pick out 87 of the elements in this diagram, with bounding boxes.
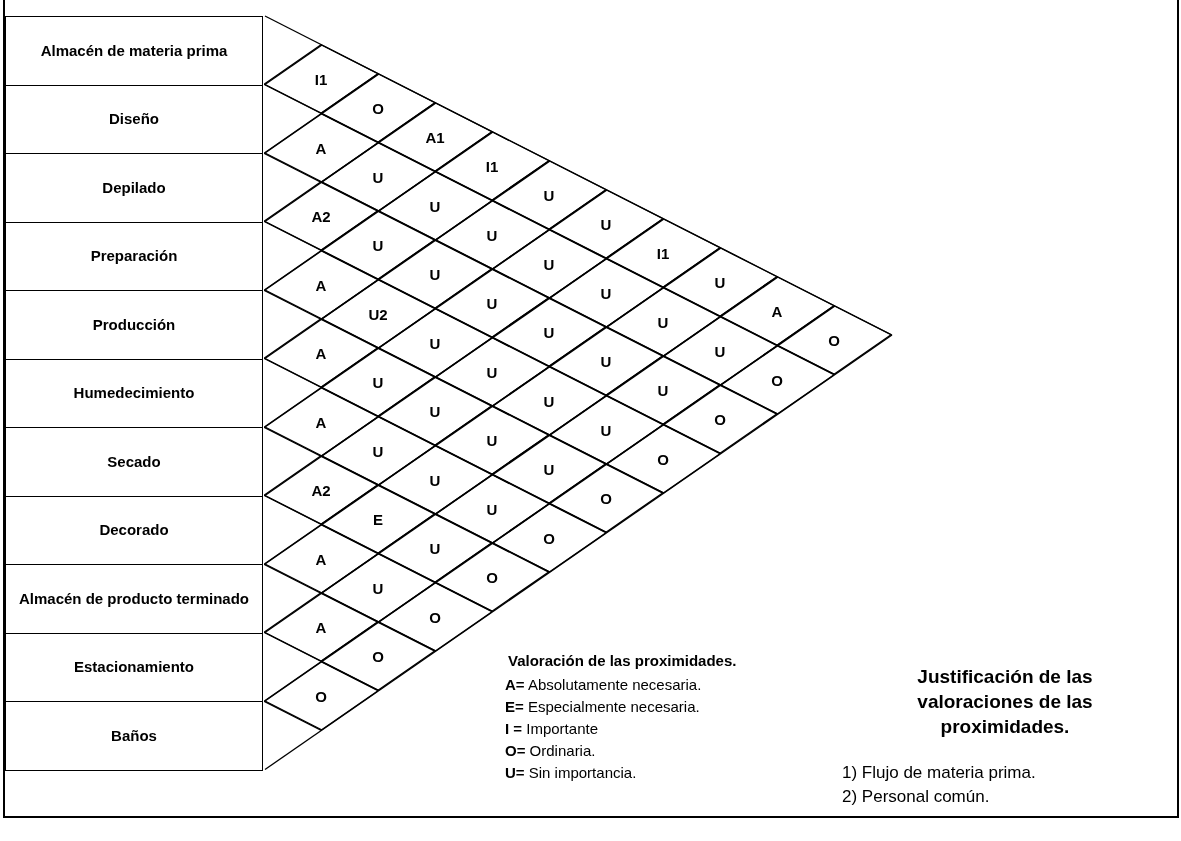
rating-code: U: [543, 255, 555, 272]
rating-code: O: [372, 647, 384, 665]
rating-code: U: [486, 226, 498, 243]
department-name: Diseño: [109, 109, 159, 130]
rating-code: E: [373, 510, 383, 528]
rating-code: U: [714, 342, 726, 359]
department-box: [5, 701, 263, 771]
department-name: Humedecimiento: [73, 383, 195, 404]
rating-code: O: [543, 529, 555, 546]
department-name: Depilado: [102, 177, 166, 198]
rating-code: A: [315, 550, 327, 567]
key-entry: E= Especialmente necesaria.: [505, 698, 700, 715]
rating-code: U: [600, 215, 612, 233]
rating-code: O: [372, 99, 384, 117]
rating-code: O: [714, 410, 726, 428]
rating-code: U: [372, 236, 384, 254]
rating-code: A2: [311, 481, 331, 499]
department-name: Secado: [107, 451, 161, 472]
department-box: [5, 564, 263, 634]
notes-heading: Justificación de las valoraciones de las proximidades.: [916, 665, 1094, 739]
rating-code: O: [486, 568, 498, 586]
rating-code: U: [372, 373, 384, 391]
rating-diamond: [264, 660, 378, 731]
rating-code: U2: [368, 305, 388, 322]
rating-code: U: [429, 197, 441, 214]
rating-code: U: [429, 539, 441, 557]
department-box: [5, 153, 263, 223]
department-box: [5, 495, 263, 565]
rating-code: U: [486, 500, 498, 517]
rating-code: U: [486, 431, 498, 449]
department-name: Decorado: [99, 520, 169, 541]
rating-code: A: [315, 344, 327, 362]
department-name: Almacén de materia prima: [40, 40, 228, 61]
department-box: [5, 427, 263, 497]
rating-code: A: [771, 302, 783, 320]
rating-code: A: [315, 413, 327, 430]
rating-code: U: [543, 392, 555, 409]
rating-code: U: [372, 442, 384, 459]
department-name: Estacionamiento: [74, 657, 194, 678]
rating-code: A: [315, 618, 327, 636]
key-entry: U= Sin importancia.: [505, 764, 637, 781]
department-box: [5, 221, 263, 291]
rating-code: U: [657, 313, 669, 330]
rating-code: U: [486, 363, 498, 380]
rating-code: U: [714, 273, 726, 291]
rating-code: A2: [311, 207, 331, 225]
rating-code: I1: [314, 70, 328, 88]
key-entry: I = Importante: [505, 720, 598, 737]
rating-code: I1: [485, 157, 499, 175]
department-box: [5, 16, 263, 86]
rating-code: U: [429, 402, 441, 420]
rating-code: U: [372, 579, 384, 596]
key-entry: O= Ordinaria.: [505, 742, 596, 759]
rating-code: U: [657, 381, 669, 399]
department-box: [5, 290, 263, 360]
rating-code: O: [771, 371, 783, 388]
note-text: 1) Flujo de materia prima.: [842, 763, 1036, 783]
key-entry: A= Absolutamente necesaria.: [505, 676, 702, 693]
rating-code: U: [543, 323, 555, 341]
rating-code: U: [372, 168, 384, 185]
department-box: [5, 84, 263, 154]
department-name: Baños: [111, 725, 157, 746]
rating-code: U: [600, 421, 612, 438]
department-box: [5, 632, 263, 702]
rating-code: O: [600, 489, 612, 507]
rating-code: I1: [656, 244, 670, 262]
rating-code: U: [429, 471, 441, 488]
department-box: [5, 358, 263, 428]
key-heading: Valoración de las proximidades.: [508, 652, 737, 669]
rating-code: U: [429, 334, 441, 351]
rating-code: O: [657, 450, 669, 467]
rating-code: O: [828, 331, 840, 349]
department-name: Almacén de producto terminado: [18, 588, 249, 609]
rating-code: U: [600, 352, 612, 370]
rating-code: U: [486, 294, 498, 312]
rating-code: A: [315, 139, 327, 156]
rating-code: A1: [425, 128, 445, 146]
department-name: Preparación: [90, 246, 178, 267]
rating-code: O: [429, 608, 441, 625]
rating-code: A: [315, 276, 327, 293]
rating-code: U: [429, 265, 441, 283]
rating-code: U: [600, 284, 612, 301]
rating-code: U: [543, 460, 555, 478]
note-text: 2) Personal común.: [842, 787, 990, 807]
department-name: Producción: [92, 314, 176, 335]
rating-code: U: [543, 186, 555, 204]
rating-code: O: [315, 687, 327, 704]
